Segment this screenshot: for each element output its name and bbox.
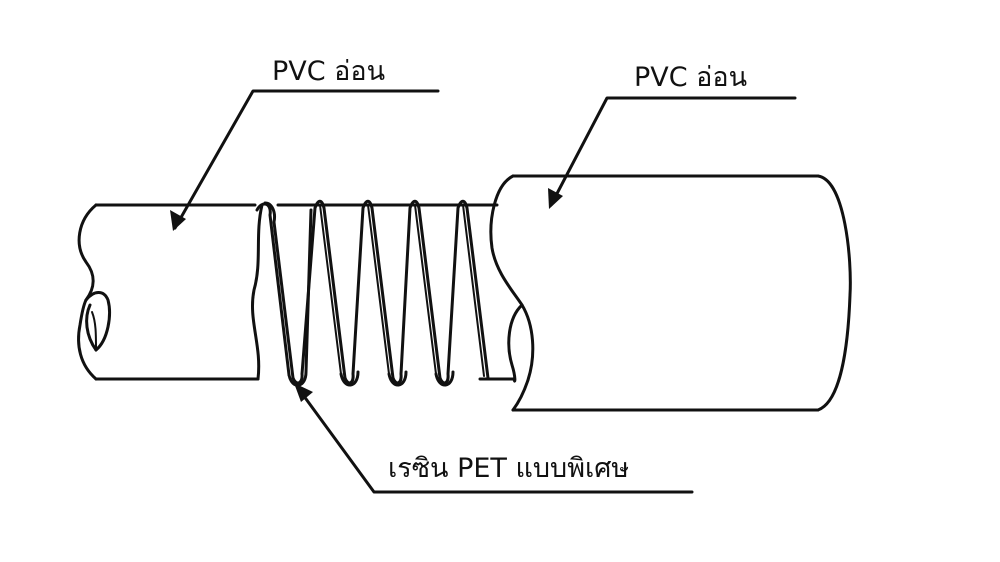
arrowhead-bottom xyxy=(294,383,313,402)
reinforcement-section-edge xyxy=(250,203,264,381)
leader-line-left xyxy=(173,89,440,230)
label-pet-reinforcement: เรซิน PET แบบพิเศษ xyxy=(388,453,630,484)
leader-line-bottom xyxy=(296,386,694,494)
leader-line-right xyxy=(549,96,797,207)
arrowhead-left xyxy=(170,210,186,231)
outer-hose-tube xyxy=(489,174,852,412)
label-pvc-left: PVC อ่อน xyxy=(272,56,386,87)
label-pvc-right: PVC อ่อน xyxy=(634,62,748,93)
arrowhead-right xyxy=(548,188,563,209)
pet-spiral-reinforcement xyxy=(255,199,490,387)
